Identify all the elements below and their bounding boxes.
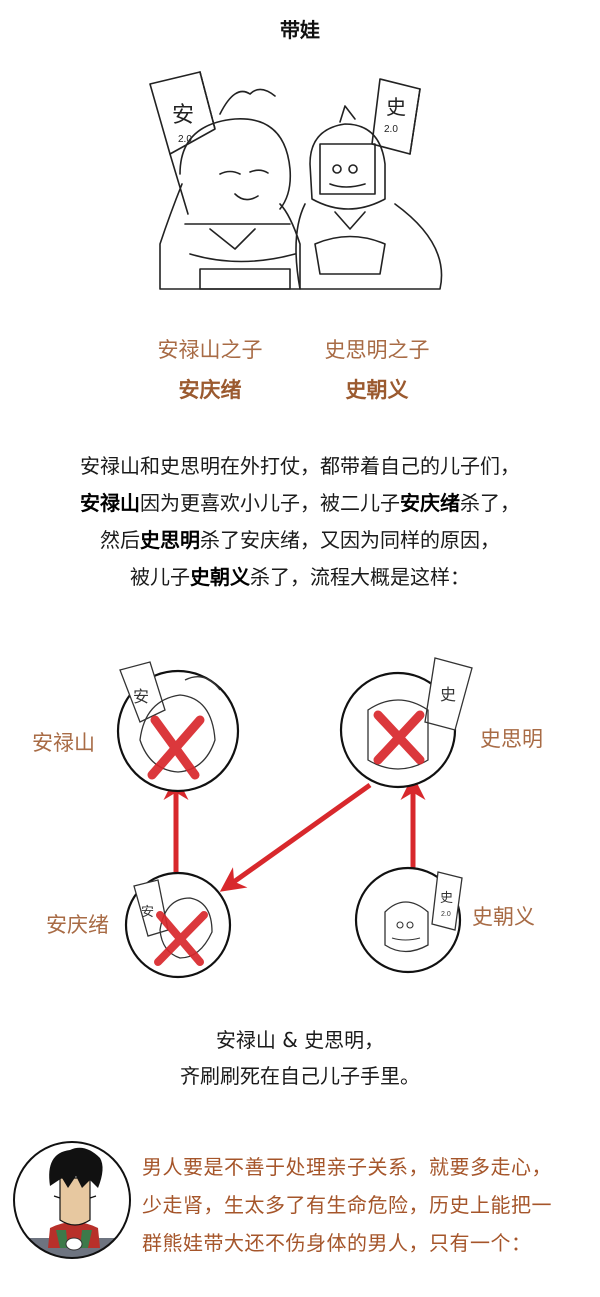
footer-text: 男人要是不善于处理亲子关系，就要多走心， 少走肾，生太多了有生命危险，历史上能把… (142, 1148, 582, 1262)
label-shi-siming: 史思明 (480, 727, 543, 751)
summary-text: 安禄山 & 史思明， 齐刷刷死在自己儿子手里。 (0, 1022, 600, 1094)
summary-line-2: 齐刷刷死在自己儿子手里。 (180, 1064, 420, 1088)
footer-line: 男人要是不善于处理亲子关系，就要多走心， (142, 1155, 552, 1179)
summary-line-1: 安禄山 & 史思明， (215, 1028, 385, 1052)
caption-name-right: 史朝义 (345, 378, 409, 402)
svg-text:安: 安 (141, 904, 154, 919)
paragraph-line: 被儿子史朝义杀了，流程大概是这样： (130, 565, 470, 589)
svg-text:2.0: 2.0 (178, 134, 192, 145)
node-an-qingxu: 安 (124, 871, 232, 979)
hero-illustration: 安 2.0 史 2.0 (149, 71, 443, 290)
footer-line: 少走肾，生太多了有生命危险，历史上能把一 (142, 1193, 552, 1217)
paragraph-line: 安禄山因为更喜欢小儿子，被二儿子安庆绪杀了， (80, 491, 520, 515)
svg-text:2.0: 2.0 (441, 911, 451, 918)
node-shi-chaoyi: 史 2.0 (354, 866, 463, 974)
node-an-lushan: 安 (116, 661, 240, 793)
node-shi-siming: 史 (339, 657, 473, 789)
story-paragraph: 安禄山和史思明在外打仗，都带着自己的儿子们， 安禄山因为更喜欢小儿子，被二儿子安… (0, 448, 600, 596)
paragraph-line: 安禄山和史思明在外打仗，都带着自己的儿子们， (80, 454, 520, 478)
svg-text:安: 安 (133, 688, 149, 706)
svg-text:史: 史 (386, 96, 406, 119)
page-title: 带娃 (280, 18, 320, 42)
svg-text:2.0: 2.0 (384, 124, 398, 135)
caption-relation-right: 史思明之子 (324, 338, 430, 362)
svg-text:安: 安 (172, 102, 194, 127)
caption-relation-left: 安禄山之子 (157, 338, 263, 362)
label-an-lushan: 安禄山 (32, 731, 95, 755)
author-avatar (13, 1141, 131, 1259)
label-an-qingxu: 安庆绪 (46, 913, 109, 937)
footer-line: 群熊娃带大还不伤身体的男人，只有一个： (142, 1231, 532, 1255)
label-shi-chaoyi: 史朝义 (472, 905, 535, 929)
svg-text:史: 史 (440, 890, 453, 905)
paragraph-line: 然后史思明杀了安庆绪，又因为同样的原因， (100, 528, 500, 552)
kill-flow-diagram: 安 安禄山 史 史思明 安 安庆绪 史 2.0 (32, 657, 543, 979)
caption-name-left: 安庆绪 (178, 378, 242, 402)
svg-text:史: 史 (440, 686, 456, 704)
